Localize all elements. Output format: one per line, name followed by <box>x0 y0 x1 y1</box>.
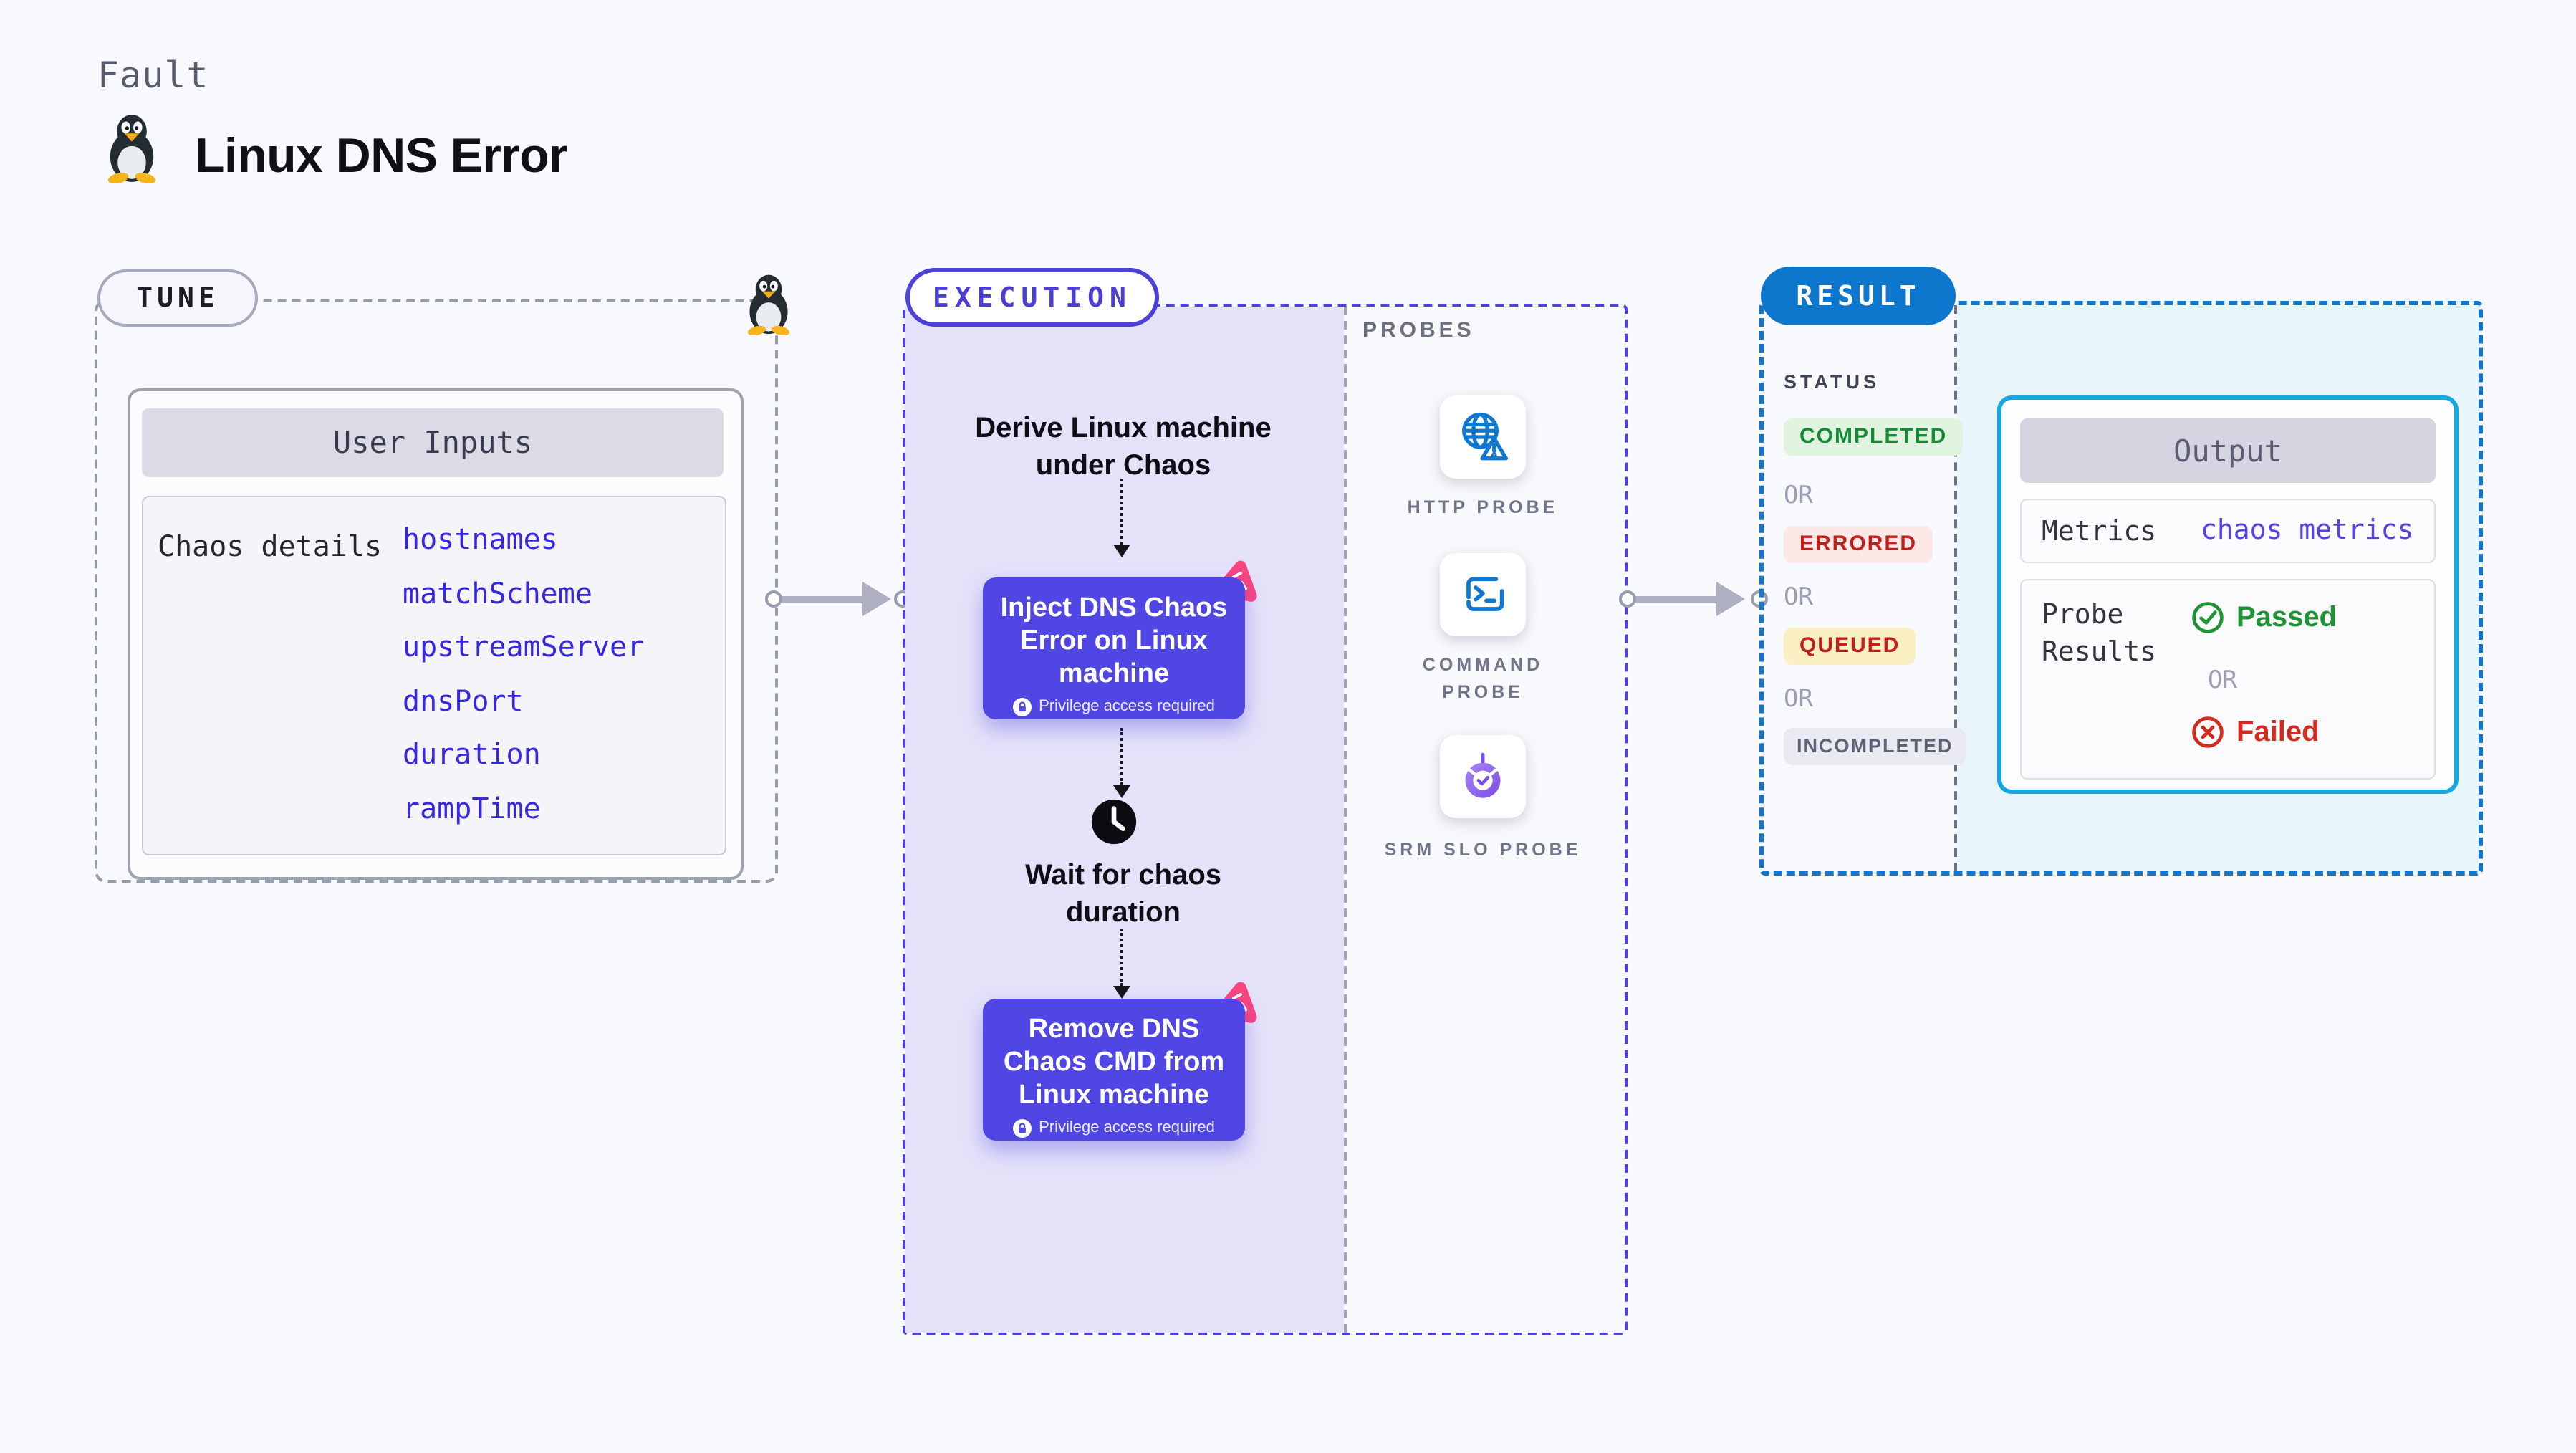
http-probe-card <box>1440 395 1526 479</box>
passed-label: Passed <box>2236 601 2337 633</box>
flow-connector <box>1120 929 1123 986</box>
lock-icon <box>1013 697 1032 716</box>
terminal-icon <box>1466 577 1504 611</box>
status-badge-queued: QUEUED <box>1784 628 1916 665</box>
failed-label: Failed <box>2236 716 2320 747</box>
or-label: OR <box>1784 583 1813 612</box>
probes-divider <box>1344 307 1347 1333</box>
status-badge-completed: COMPLETED <box>1784 418 1964 456</box>
wait-step-label: Wait for chaos duration <box>1024 860 1222 929</box>
x-circle-icon <box>2192 716 2224 748</box>
chaos-details-label: Chaos details <box>158 529 383 563</box>
metrics-label: Metrics <box>2042 516 2157 547</box>
remove-chaos-card: Remove DNS Chaos CMD from Linux machine … <box>983 999 1245 1141</box>
status-label: STATUS <box>1784 371 1880 393</box>
arrow-head-icon <box>1716 582 1745 616</box>
globe-warning-icon <box>1462 412 1508 461</box>
passed-result: Passed <box>2191 600 2337 635</box>
or-label: OR <box>1784 685 1813 714</box>
result-pill: RESULT <box>1761 267 1956 325</box>
tux-penguin-icon <box>102 112 162 184</box>
probe-results-row: Probe Results Passed OR Failed <box>2020 579 2436 780</box>
check-circle-icon <box>2192 602 2224 633</box>
chaos-details-box <box>142 496 726 855</box>
probes-label: PROBES <box>1363 318 1475 342</box>
or-label: OR <box>1784 481 1813 510</box>
fault-kicker: Fault <box>97 54 209 96</box>
srm-slo-probe-card <box>1440 735 1526 818</box>
failed-result: Failed <box>2191 715 2320 749</box>
status-column <box>1764 305 1957 871</box>
status-badge-errored: ERRORED <box>1784 526 1933 563</box>
param-ramptime: rampTime <box>403 791 541 825</box>
flow-arrowhead-icon <box>1113 545 1130 557</box>
param-dnsport: dnsPort <box>403 684 524 718</box>
output-card: Output Metrics chaos metrics Probe Resul… <box>1997 395 2459 794</box>
page-title: Linux DNS Error <box>195 129 568 183</box>
or-label: OR <box>2208 666 2237 695</box>
arrow-head-icon <box>862 582 891 616</box>
inject-chaos-card: Inject DNS Chaos Error on Linux machine … <box>983 577 1245 719</box>
output-header: Output <box>2020 418 2436 483</box>
execution-pill: EXECUTION <box>905 268 1159 327</box>
connector-dot <box>765 590 782 608</box>
probe-results-label: Probe Results <box>2042 599 2157 668</box>
lock-icon <box>1013 1118 1032 1138</box>
command-probe-card <box>1440 553 1526 636</box>
param-hostnames: hostnames <box>403 522 558 556</box>
metrics-row: Metrics chaos metrics <box>2020 499 2436 563</box>
flow-connector <box>1120 479 1123 545</box>
status-badge-incompleted: INCOMPLETED <box>1784 728 1966 765</box>
metrics-value: chaos metrics <box>2201 514 2414 546</box>
clock-icon <box>1089 797 1139 847</box>
tune-to-execution-arrow <box>779 596 868 603</box>
param-matchscheme: matchScheme <box>403 576 592 610</box>
remove-chaos-label: Remove DNS Chaos CMD from Linux machine <box>1003 1015 1225 1111</box>
tux-penguin-icon-small <box>742 272 795 336</box>
inject-chaos-label: Inject DNS Chaos Error on Linux machine <box>1000 593 1228 690</box>
user-inputs-header: User Inputs <box>142 408 724 477</box>
flow-connector <box>1120 728 1123 785</box>
derive-step-label: Derive Linux machine under Chaos <box>975 413 1272 481</box>
flow-arrowhead-icon <box>1113 986 1130 999</box>
tune-pill: TUNE <box>97 269 258 327</box>
param-upstreamserver: upstreamServer <box>403 629 645 663</box>
remove-chaos-card-wrap: Remove DNS Chaos CMD from Linux machine … <box>983 982 1257 1141</box>
inject-chaos-card-wrap: Inject DNS Chaos Error on Linux machine … <box>983 560 1257 719</box>
command-probe-label: COMMAND PROBE <box>1422 655 1544 702</box>
privilege-label: Privilege access required <box>1039 698 1215 716</box>
srm-slo-probe-label: SRM SLO PROBE <box>1384 840 1582 860</box>
flow-arrowhead-icon <box>1113 785 1130 798</box>
param-duration: duration <box>403 737 541 771</box>
connector-dot <box>1619 590 1636 608</box>
execution-to-result-arrow <box>1633 596 1722 603</box>
slo-donut-check-icon <box>1465 752 1501 798</box>
http-probe-label: HTTP PROBE <box>1407 497 1559 517</box>
privilege-label: Privilege access required <box>1039 1119 1215 1137</box>
